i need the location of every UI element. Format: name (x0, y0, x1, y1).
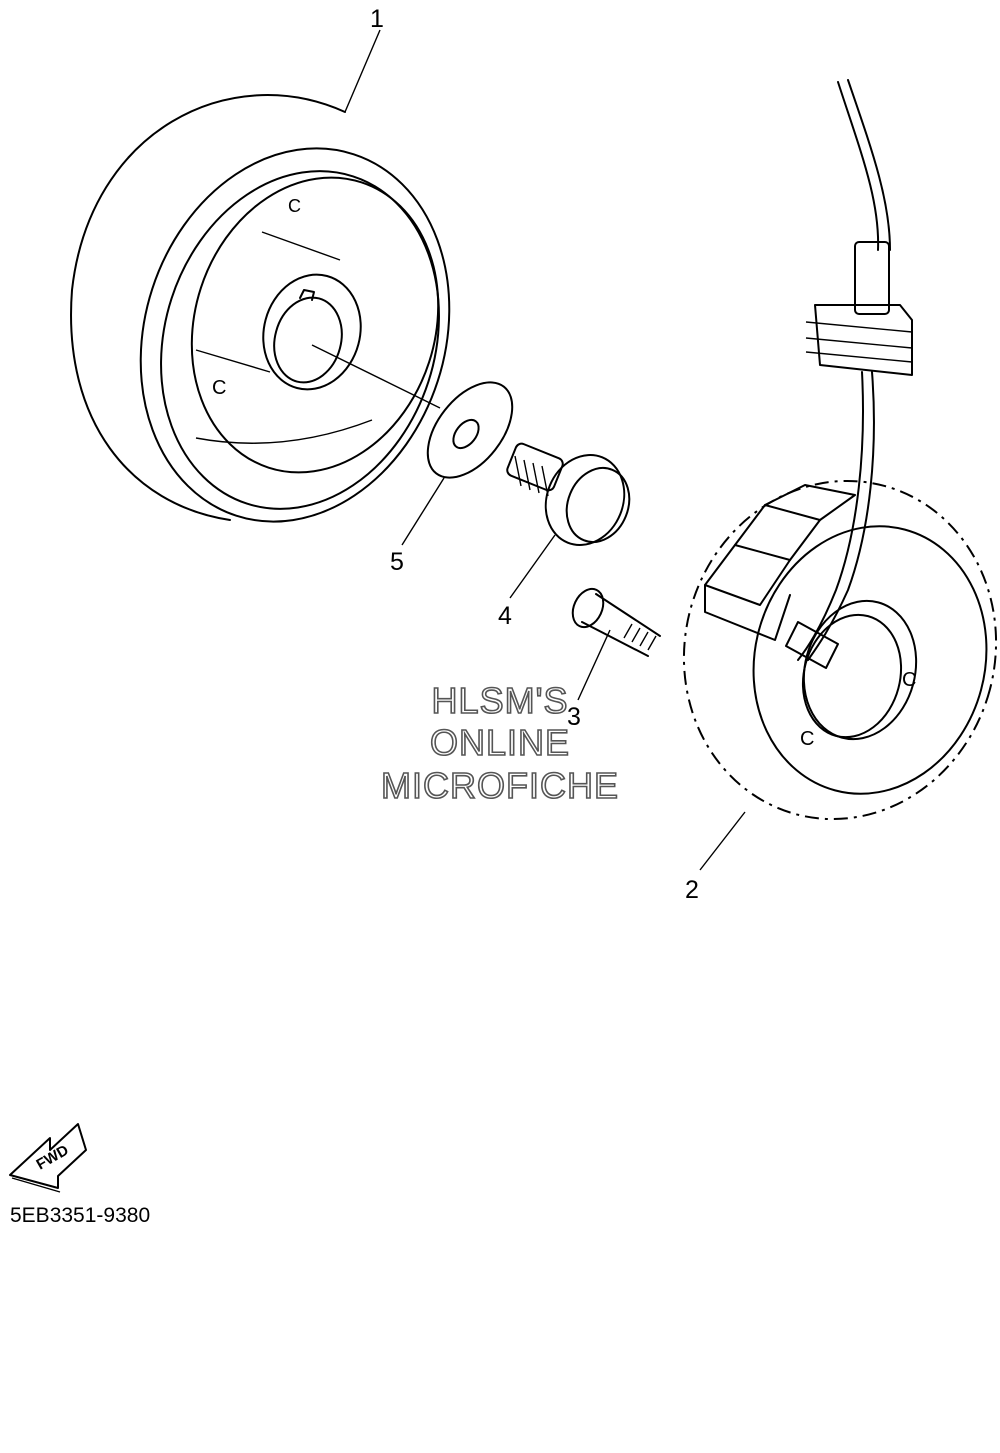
callout-1: 1 (370, 5, 384, 33)
watermark: HLSM'S ONLINE MICROFICHE (380, 679, 619, 807)
watermark-line-3: MICROFICHE (381, 765, 619, 806)
callout-4: 4 (498, 602, 512, 630)
flange-bolt-part (506, 442, 631, 546)
rotor-hole-c-mark-2: C (288, 196, 301, 216)
rotor-part: C C (70, 94, 451, 523)
callout-3: 3 (567, 703, 581, 731)
stator-hole-c-mark-2: C (800, 728, 814, 750)
leader-lines (344, 29, 746, 871)
reference-code: 5EB3351-9380 (10, 1204, 150, 1227)
screw-part (571, 587, 661, 657)
watermark-line-2: ONLINE (430, 722, 570, 763)
callout-5: 5 (390, 548, 404, 576)
watermark-line-1: HLSM'S (432, 680, 569, 721)
washer-part (426, 381, 514, 479)
stator-hole-c-mark: C (902, 669, 916, 691)
callout-2: 2 (685, 876, 699, 904)
rotor-hole-c-mark: C (212, 377, 226, 399)
stator-part: C C (682, 79, 998, 821)
fwd-arrow-icon: FWD (9, 1123, 87, 1193)
